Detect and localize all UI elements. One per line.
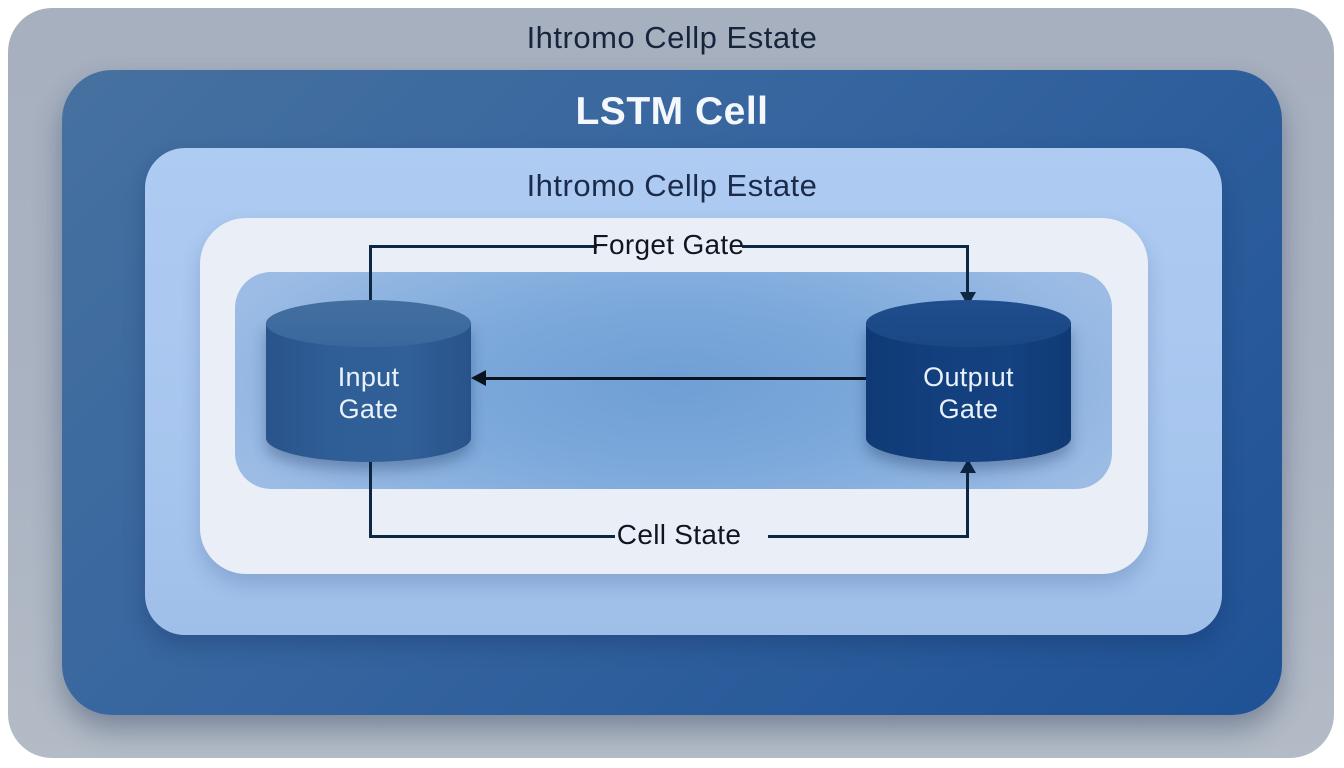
output-gate-label-line2: Gate (938, 394, 999, 424)
output-gate-cylinder-top (866, 300, 1071, 347)
forget-gate-line-left-vertical (369, 245, 372, 307)
input-gate-node: Input Gate (266, 300, 471, 462)
output-to-input-line (484, 377, 868, 380)
forget-gate-line-left (369, 245, 597, 248)
cell-state-line-right (768, 535, 969, 538)
forget-gate-line-right (742, 245, 969, 248)
input-gate-label-line2: Gate (338, 394, 399, 424)
cell-state-label: Cell State (616, 519, 742, 550)
cell-state-line-right-vertical (966, 473, 969, 538)
input-gate-label-line1: Input (337, 361, 400, 392)
forget-gate-line-right-vertical (966, 245, 969, 294)
output-gate-label-line1: Outpıut (923, 361, 1014, 392)
cell-state-line-left-vertical (369, 458, 372, 538)
output-gate-label: Outpıut Gate (866, 346, 1071, 440)
input-gate-label: Input Gate (266, 346, 471, 440)
arrowhead-up-icon (960, 459, 976, 473)
forget-gate-label: Forget Gate (591, 229, 745, 260)
cell-state-line-left (369, 535, 615, 538)
lstm-cell-title: LSTM Cell (575, 90, 769, 133)
hidden-state-title: Ihtromo Cellp Estate (526, 168, 818, 203)
output-gate-node: Outpıut Gate (866, 300, 1071, 462)
outer-title: Ihtromo Cellp Estate (526, 20, 818, 55)
input-gate-cylinder-top (266, 300, 471, 347)
arrowhead-left-icon (471, 370, 486, 386)
